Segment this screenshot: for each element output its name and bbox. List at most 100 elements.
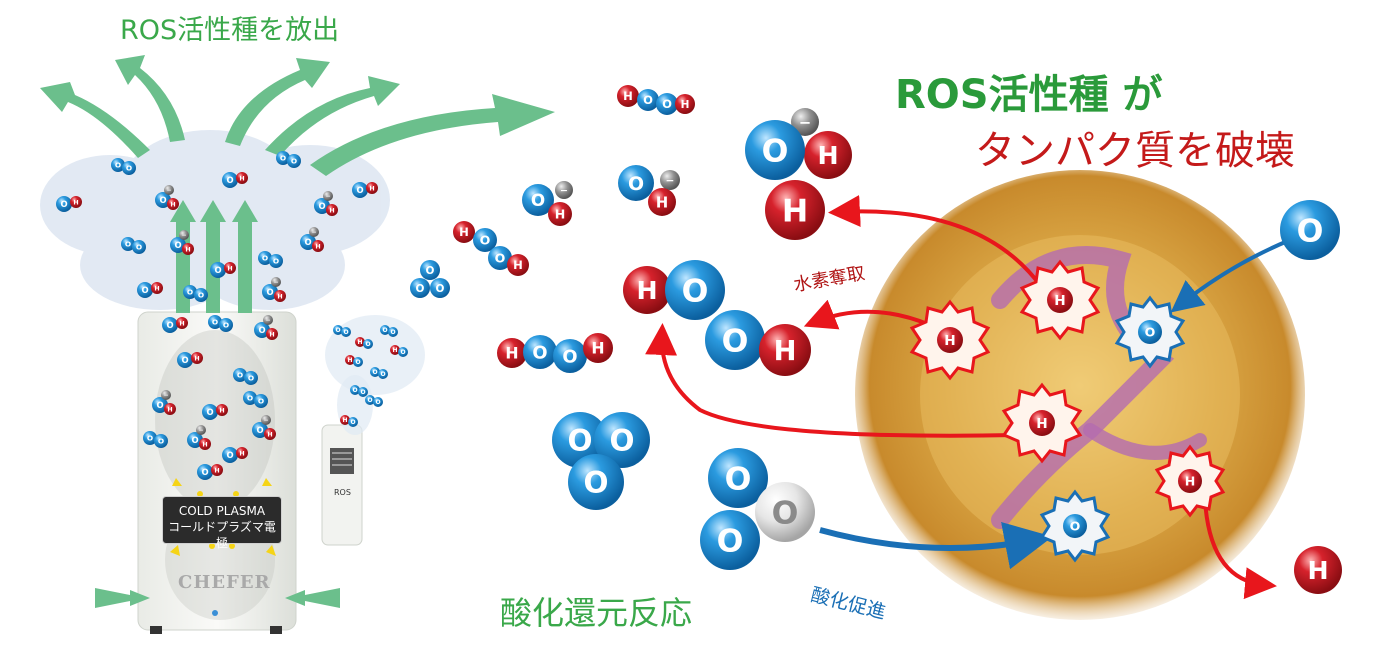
svg-text:H: H bbox=[1307, 556, 1328, 585]
svg-text:O: O bbox=[762, 133, 789, 169]
svg-text:H: H bbox=[459, 225, 469, 239]
svg-text:O: O bbox=[273, 257, 279, 266]
svg-text:−: − bbox=[265, 317, 270, 324]
svg-text:O: O bbox=[416, 283, 425, 295]
electron-marker: − bbox=[309, 227, 319, 237]
svg-text:O: O bbox=[562, 346, 577, 367]
oxygen-atom: O bbox=[137, 282, 153, 298]
svg-text:O: O bbox=[390, 329, 395, 336]
hydrogen-atom: H bbox=[211, 464, 223, 476]
svg-text:O: O bbox=[212, 318, 218, 327]
svg-text:O: O bbox=[375, 399, 380, 406]
hydrogen-atom: H bbox=[804, 131, 852, 179]
hydrogen-atom: H bbox=[1047, 287, 1073, 313]
oxygen-atom: O bbox=[473, 228, 497, 252]
hydrogen-atom: H bbox=[164, 403, 176, 415]
oxygen-atom: O bbox=[430, 278, 450, 298]
svg-text:O: O bbox=[568, 424, 593, 458]
svg-text:H: H bbox=[636, 276, 657, 305]
cold-plasma-electrode: COLD PLASMA コールドプラズマ電極 bbox=[162, 496, 282, 550]
hydrogen-atom: H bbox=[497, 338, 527, 368]
release-title: ROS活性種を放出 bbox=[120, 15, 340, 46]
oxygen-atom: O bbox=[202, 404, 218, 420]
svg-text:H: H bbox=[1054, 293, 1065, 309]
svg-text:O: O bbox=[725, 461, 752, 497]
svg-text:H: H bbox=[392, 347, 397, 354]
svg-text:−: − bbox=[163, 392, 168, 399]
svg-text:O: O bbox=[181, 355, 188, 365]
hydrogen-atom: H bbox=[274, 290, 286, 302]
svg-text:H: H bbox=[315, 243, 320, 250]
svg-text:O: O bbox=[426, 265, 435, 277]
oxygen-atom: O bbox=[370, 367, 380, 377]
svg-text:H: H bbox=[194, 355, 199, 362]
hydrogen-atom: H bbox=[937, 327, 963, 353]
svg-text:O: O bbox=[201, 467, 208, 477]
oxygen-atom: O bbox=[388, 327, 398, 337]
svg-text:O: O bbox=[643, 93, 653, 107]
oxygen-atom: O bbox=[194, 288, 208, 302]
small-purifier-device bbox=[321, 424, 363, 546]
hydrogen-atom: H bbox=[1294, 546, 1342, 594]
svg-text:O: O bbox=[258, 325, 265, 335]
oxygen-atom: O bbox=[398, 347, 408, 357]
hydrogen-atom: H bbox=[176, 317, 188, 329]
svg-text:H: H bbox=[944, 333, 955, 349]
svg-text:H: H bbox=[782, 193, 808, 229]
svg-text:O: O bbox=[495, 251, 506, 266]
svg-text:H: H bbox=[269, 331, 274, 338]
oxygen-atom: O bbox=[552, 412, 608, 468]
svg-text:O: O bbox=[1145, 325, 1156, 340]
svg-text:O: O bbox=[367, 397, 372, 404]
electron-marker: − bbox=[791, 108, 819, 136]
oxidation-arrows bbox=[819, 238, 1291, 570]
svg-text:H: H bbox=[623, 89, 633, 103]
oxygen-atom: O bbox=[162, 317, 178, 333]
svg-text:O: O bbox=[126, 164, 132, 173]
svg-text:−: − bbox=[263, 417, 268, 424]
hydrogen-atom: H bbox=[236, 172, 248, 184]
svg-text:−: − bbox=[560, 185, 568, 196]
svg-text:H: H bbox=[1185, 474, 1196, 489]
svg-text:H: H bbox=[267, 431, 272, 438]
electron-marker: − bbox=[660, 170, 680, 190]
electron-marker: − bbox=[555, 181, 573, 199]
oxygen-atom: O bbox=[233, 368, 247, 382]
svg-text:O: O bbox=[335, 327, 340, 334]
svg-text:−: − bbox=[666, 175, 675, 187]
oxygen-atom: O bbox=[333, 325, 343, 335]
hydrogen-atom: H bbox=[266, 328, 278, 340]
oxygen-atom: O bbox=[143, 431, 157, 445]
oxygen-atom: O bbox=[523, 335, 557, 369]
svg-text:O: O bbox=[174, 240, 181, 250]
hydrogen-atom: H bbox=[167, 198, 179, 210]
oxygen-atom: O bbox=[420, 260, 440, 280]
oxygen-atom: O bbox=[410, 278, 430, 298]
ros-title: ROS活性種 が bbox=[895, 72, 1163, 118]
svg-text:H: H bbox=[817, 141, 838, 170]
svg-text:O: O bbox=[115, 161, 121, 170]
electron-marker: − bbox=[179, 230, 189, 240]
oxygen-atom: O bbox=[350, 385, 360, 395]
svg-text:H: H bbox=[591, 339, 604, 358]
svg-text:O: O bbox=[365, 341, 370, 348]
svg-text:H: H bbox=[227, 265, 232, 272]
svg-text:O: O bbox=[166, 320, 173, 330]
hydrogen-atom: H bbox=[1029, 410, 1055, 436]
oxygen-atom: O bbox=[56, 196, 72, 212]
oxygen-atom: O bbox=[365, 395, 375, 405]
svg-text:O: O bbox=[159, 195, 166, 205]
oxygen-atom: O bbox=[665, 260, 725, 320]
oxygen-atom: O bbox=[755, 482, 815, 542]
oxygen-atom: O bbox=[177, 352, 193, 368]
hydrogen-atom: H bbox=[1178, 469, 1202, 493]
spark-icons bbox=[170, 478, 276, 556]
oxygen-atom: O bbox=[183, 285, 197, 299]
oxygen-atom: O bbox=[358, 387, 368, 397]
svg-text:O: O bbox=[226, 450, 233, 460]
svg-text:O: O bbox=[380, 371, 385, 378]
svg-text:H: H bbox=[185, 246, 190, 253]
electrode-label-en: COLD PLASMA bbox=[178, 504, 266, 518]
svg-text:H: H bbox=[342, 417, 347, 424]
